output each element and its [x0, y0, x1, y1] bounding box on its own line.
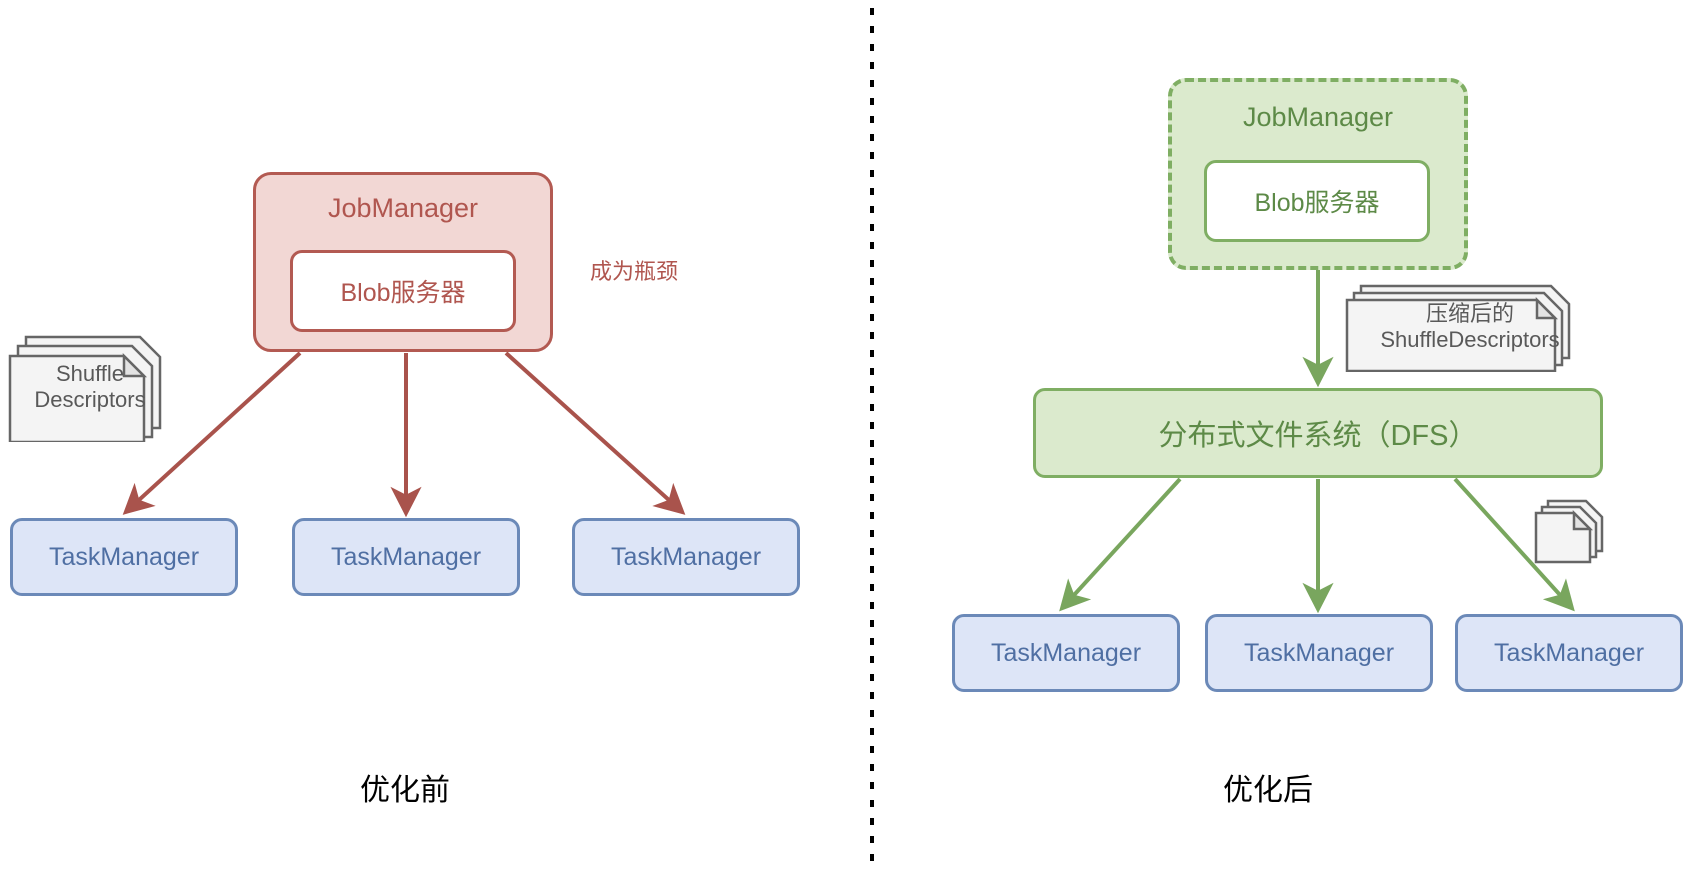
taskmanager-box-after-2[interactable]: TaskManager	[1205, 614, 1433, 692]
blob-server-box-before[interactable]: Blob服务器	[290, 250, 516, 332]
document-stack-icon	[1534, 499, 1604, 564]
taskmanager-label: TaskManager	[990, 638, 1142, 667]
plain-document-stack	[1534, 498, 1616, 564]
taskmanager-label: TaskManager	[48, 542, 200, 571]
taskmanager-box-before-2[interactable]: TaskManager	[292, 518, 520, 596]
jobmanager-label-after: JobManager	[1242, 102, 1394, 132]
blob-server-box-after[interactable]: Blob服务器	[1204, 160, 1430, 242]
before-arrows	[122, 351, 686, 518]
taskmanager-label: TaskManager	[1493, 638, 1645, 667]
bottleneck-text: 成为瓶颈	[590, 259, 679, 284]
document-stack-icon	[1345, 284, 1571, 373]
blob-server-label-before: Blob服务器	[340, 279, 466, 307]
bottleneck-annotation: 成为瓶颈	[590, 253, 770, 287]
jobmanager-label-before: JobManager	[327, 193, 479, 223]
compressed-shuffle-descriptors-doc-stack: 压缩后的 ShuffleDescriptors	[1345, 282, 1595, 373]
caption-after: 优化后	[1223, 774, 1313, 807]
taskmanager-box-before-3[interactable]: TaskManager	[572, 518, 800, 596]
shuffle-descriptors-doc-stack: Shuffle Descriptors	[8, 332, 176, 444]
taskmanager-box-after-1[interactable]: TaskManager	[952, 614, 1180, 692]
blob-server-label-after: Blob服务器	[1254, 189, 1380, 217]
dfs-label: 分布式文件系统（DFS）	[1158, 420, 1478, 452]
taskmanager-label: TaskManager	[610, 542, 762, 571]
taskmanager-box-before-1[interactable]: TaskManager	[10, 518, 238, 596]
taskmanager-box-after-3[interactable]: TaskManager	[1455, 614, 1683, 692]
taskmanager-label: TaskManager	[330, 542, 482, 571]
caption-before: 优化前	[360, 774, 450, 807]
document-stack-icon	[8, 335, 162, 444]
dfs-box[interactable]: 分布式文件系统（DFS）	[1033, 388, 1603, 478]
taskmanager-label: TaskManager	[1243, 638, 1395, 667]
